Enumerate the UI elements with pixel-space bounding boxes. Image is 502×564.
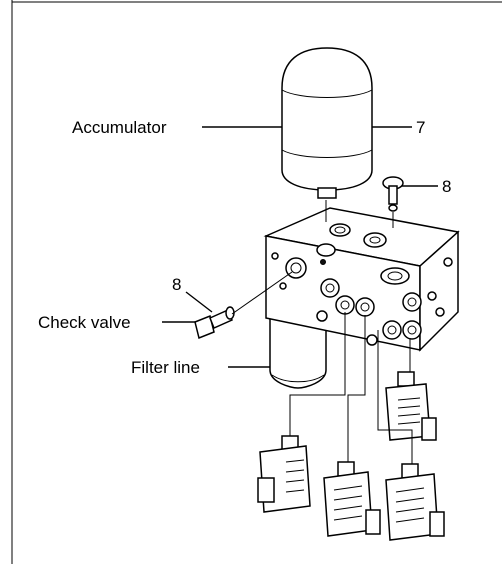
solenoid-coil-right [385,371,437,441]
callout-8-top: 8 [442,177,451,196]
callout-7: 7 [416,118,425,137]
plug-part [382,176,404,212]
solenoid-coil-bottom-left [257,435,311,513]
callout-8-left: 8 [172,275,181,294]
label-accumulator: Accumulator [72,118,167,137]
check-valve-part [194,306,235,340]
assembly-lines [231,200,413,464]
leader-8-left [185,291,213,313]
solenoid-coil-bottom-right [385,463,445,541]
label-check-valve: Check valve [38,313,131,332]
solenoid-coil-bottom-center [323,461,381,537]
accumulator-part [281,47,373,199]
valve-block-part [263,207,460,352]
label-filter-line: Filter line [131,358,200,377]
